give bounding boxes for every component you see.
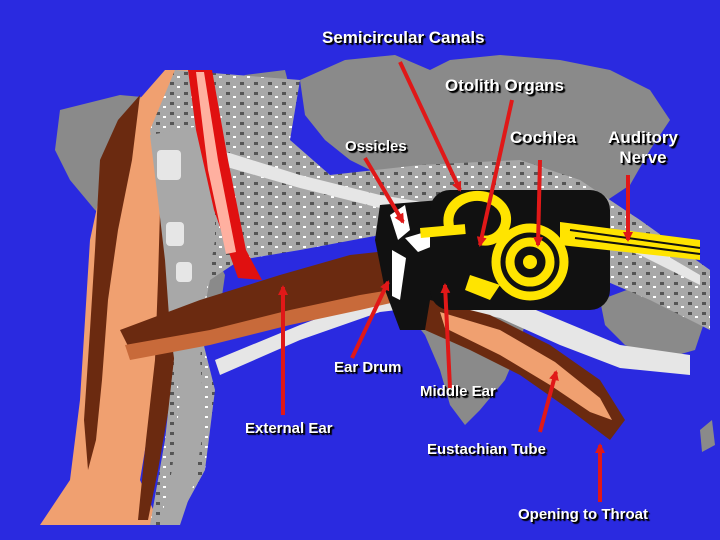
arrow-otolith-organs (476, 99, 514, 247)
eustachian-tube-lining (440, 312, 612, 420)
blood-vessel-highlight (196, 72, 236, 254)
arrow-eustachian-tube (538, 370, 559, 433)
label-middle-ear: Middle Ear (420, 383, 496, 400)
label-opening-to-throat: Opening to Throat (518, 506, 648, 523)
ear-canal (120, 250, 405, 350)
arrow-cochlea (533, 159, 544, 247)
arrow-middle-ear (440, 283, 452, 389)
label-auditory-nerve: Auditory Nerve (598, 128, 688, 168)
label-otolith-organs: Otolith Organs (445, 76, 564, 95)
label-auditory-nerve-line1: Auditory (608, 128, 678, 147)
label-eustachian-tube: Eustachian Tube (427, 441, 546, 458)
label-ear-drum: Ear Drum (334, 359, 402, 376)
label-ossicles: Ossicles (345, 138, 407, 155)
label-semicircular-canals: Semicircular Canals (322, 28, 485, 47)
label-cochlea: Cochlea (510, 128, 577, 147)
arrow-semicircular-canals (398, 61, 462, 192)
pointer-arrows (278, 61, 633, 502)
arrow-ossicles (363, 156, 405, 224)
label-external-ear: External Ear (245, 420, 333, 437)
inner-ear (420, 190, 610, 310)
label-auditory-nerve-line2: Nerve (619, 148, 667, 167)
ear-canal-skin (125, 288, 404, 360)
arrow-ear-drum (350, 280, 390, 359)
